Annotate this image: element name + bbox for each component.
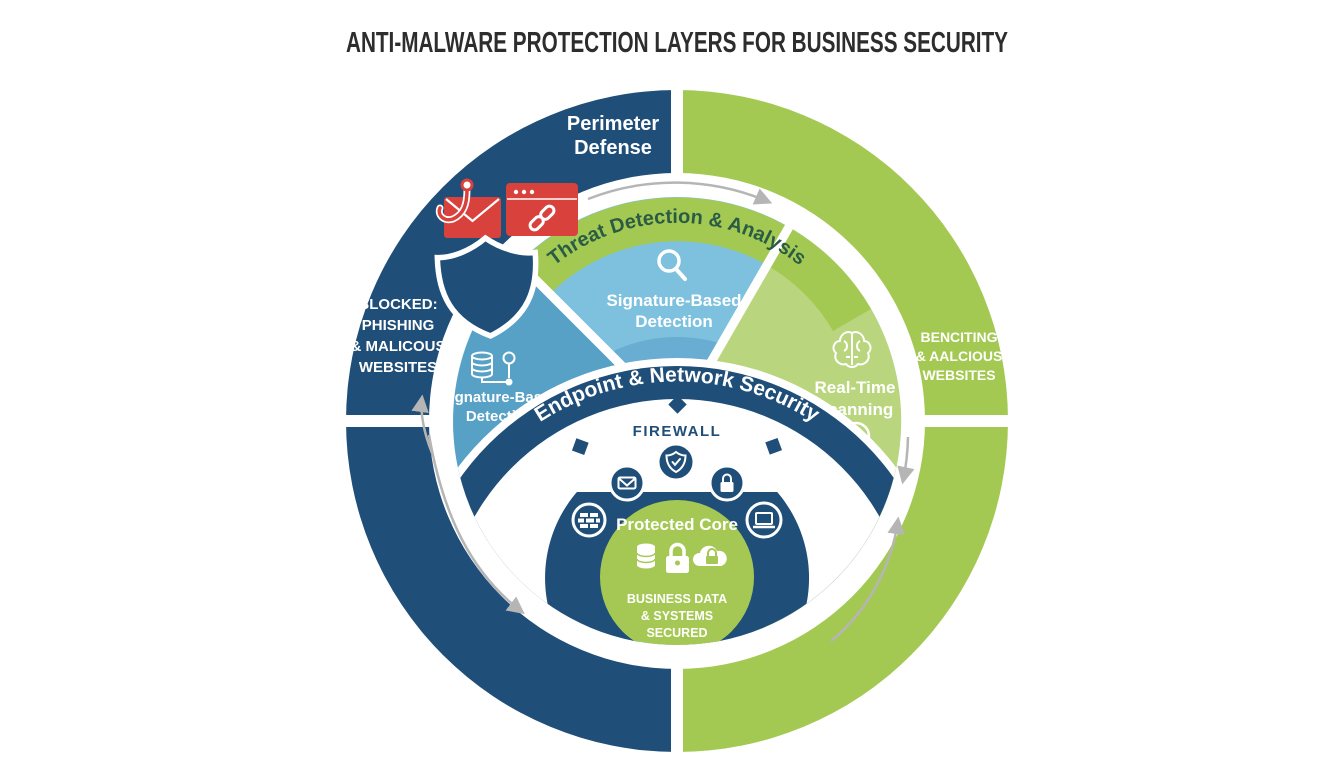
firewall-label: FIREWALL	[633, 423, 722, 440]
database-scan-icon	[471, 351, 516, 386]
right-websites-label: BENCITING & AALCIOUS WEBSITES	[916, 329, 1003, 383]
right-line3: WEBSITES	[922, 367, 995, 383]
email-badge	[608, 464, 646, 502]
protected-core: Protected Core BUSINESS DATA & SYSTEMS S…	[600, 500, 754, 645]
shield-icon	[434, 234, 539, 339]
arrow-left-up-icon	[411, 394, 434, 454]
blocked-phishing-label: BLOCKED: PHISHING & MALICOUS WEBSITES	[351, 296, 446, 376]
cloud-lock-icon	[692, 545, 727, 566]
firewall-node-left-icon	[571, 438, 589, 455]
shield-check-badge	[656, 442, 696, 482]
right-line2: & AALCIOUS	[916, 348, 1003, 364]
ring-divider-right	[916, 415, 1012, 427]
brain-icon	[832, 331, 872, 368]
phishing-email-icon	[435, 178, 501, 238]
core-line1: BUSINESS DATA	[627, 592, 727, 606]
perimeter-label-line2: Defense	[574, 137, 652, 159]
center-segment-line1: Signature-Based	[606, 291, 741, 310]
ring-divider-bottom	[671, 665, 683, 757]
ring-divider-left	[342, 415, 438, 427]
firewall-bricks-badge	[571, 502, 607, 538]
right-segment-line1: Real-Time	[815, 378, 896, 397]
endpoint-security-dome: Endpoint & Network Security FIREWALL Pro…	[453, 358, 901, 645]
lock-badge	[708, 464, 746, 502]
diamond-marker-icon	[668, 395, 687, 414]
core-title: Protected Core	[616, 515, 738, 534]
perimeter-ring-left-half	[346, 90, 677, 752]
database-icon	[636, 543, 656, 569]
core-circle	[600, 500, 754, 645]
arrow-right-up-icon	[830, 516, 905, 642]
endpoint-badges	[571, 442, 783, 539]
perimeter-label-line1: Perimeter	[567, 113, 659, 135]
ring-divider-top	[671, 86, 683, 178]
center-segment-line2: Detection	[635, 312, 712, 331]
blocked-threat-icons	[434, 178, 578, 339]
page-title: ANTI-MALWARE PROTECTION LAYERS FOR BUSIN…	[346, 27, 1008, 59]
malicious-link-icon	[506, 183, 578, 236]
padlock-icon	[666, 542, 689, 573]
arrow-top-icon	[587, 181, 773, 205]
perimeter-ring: Perimeter Defense BLOCKED: PHISHING & MA…	[342, 86, 1012, 757]
arrow-bottom-left-icon	[427, 434, 525, 615]
core-line3: SECURED	[646, 626, 707, 640]
blocked-line2: PHISHING	[362, 317, 435, 334]
firewall-node-right-icon	[765, 437, 782, 455]
blocked-line4: WEBSITES	[359, 359, 437, 376]
core-line2: & SYSTEMS	[641, 609, 713, 623]
laptop-badge	[745, 501, 783, 539]
circulation-arrows	[411, 181, 915, 642]
magnifier-icon	[657, 249, 687, 281]
blocked-line3: & MALICOUS	[351, 338, 446, 355]
blocked-line1: BLOCKED:	[358, 296, 437, 313]
perimeter-ring-right-half	[677, 90, 1008, 752]
arrow-right-down-icon	[897, 436, 915, 485]
right-line1: BENCITING	[921, 329, 998, 345]
